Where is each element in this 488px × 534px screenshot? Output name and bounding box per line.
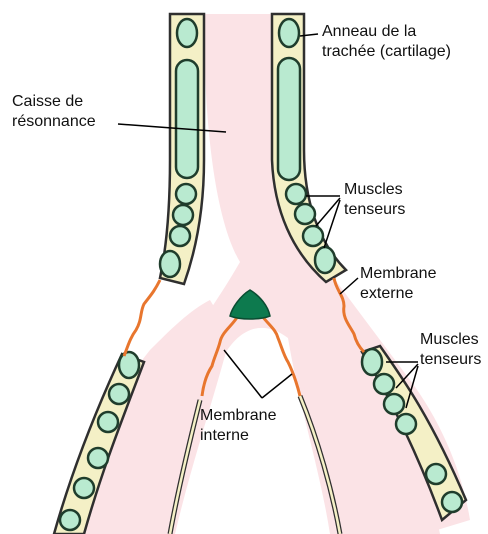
ring xyxy=(442,492,462,512)
ring xyxy=(177,19,197,47)
ring xyxy=(396,414,416,434)
ring xyxy=(109,384,129,404)
label-anneau: Anneau de la trachée (cartilage) xyxy=(322,22,451,62)
label-caisse: Caisse de résonnance xyxy=(12,92,96,132)
label-muscles-top-line1: Muscles xyxy=(344,180,405,200)
ring xyxy=(98,412,118,432)
label-membrane-interne-line1: Membrane xyxy=(200,406,276,426)
ring xyxy=(170,226,190,246)
label-caisse-line2: résonnance xyxy=(12,112,96,132)
label-anneau-line1: Anneau de la xyxy=(322,22,451,42)
ring xyxy=(279,19,299,47)
leader-membrane-externe xyxy=(340,278,358,294)
ring-long xyxy=(278,58,300,180)
ring xyxy=(88,448,108,468)
ring xyxy=(384,394,404,414)
label-membrane-externe: Membrane externe xyxy=(360,264,436,304)
ring xyxy=(173,205,193,225)
label-membrane-interne: Membrane interne xyxy=(200,406,276,446)
ring xyxy=(60,510,80,530)
label-membrane-externe-line2: externe xyxy=(360,284,436,304)
ring xyxy=(119,352,139,378)
ring xyxy=(286,184,306,204)
ring xyxy=(74,478,94,498)
label-membrane-externe-line1: Membrane xyxy=(360,264,436,284)
ring xyxy=(176,184,196,204)
ring xyxy=(315,247,335,273)
ring xyxy=(362,349,382,375)
label-muscles-right-line2: tenseurs xyxy=(420,350,481,370)
ring xyxy=(160,251,180,277)
label-anneau-line2: trachée (cartilage) xyxy=(322,42,451,62)
label-membrane-interne-line2: interne xyxy=(200,426,276,446)
label-muscles-top-line2: tenseurs xyxy=(344,200,405,220)
ring xyxy=(303,226,323,246)
external-membrane-left xyxy=(124,280,160,356)
label-muscles-right-line1: Muscles xyxy=(420,330,481,350)
ring xyxy=(374,374,394,394)
ring-long xyxy=(176,60,198,178)
label-muscles-right: Muscles tenseurs xyxy=(420,330,481,370)
label-caisse-line1: Caisse de xyxy=(12,92,96,112)
ring xyxy=(295,204,315,224)
ring xyxy=(426,464,446,484)
label-muscles-top: Muscles tenseurs xyxy=(344,180,405,220)
